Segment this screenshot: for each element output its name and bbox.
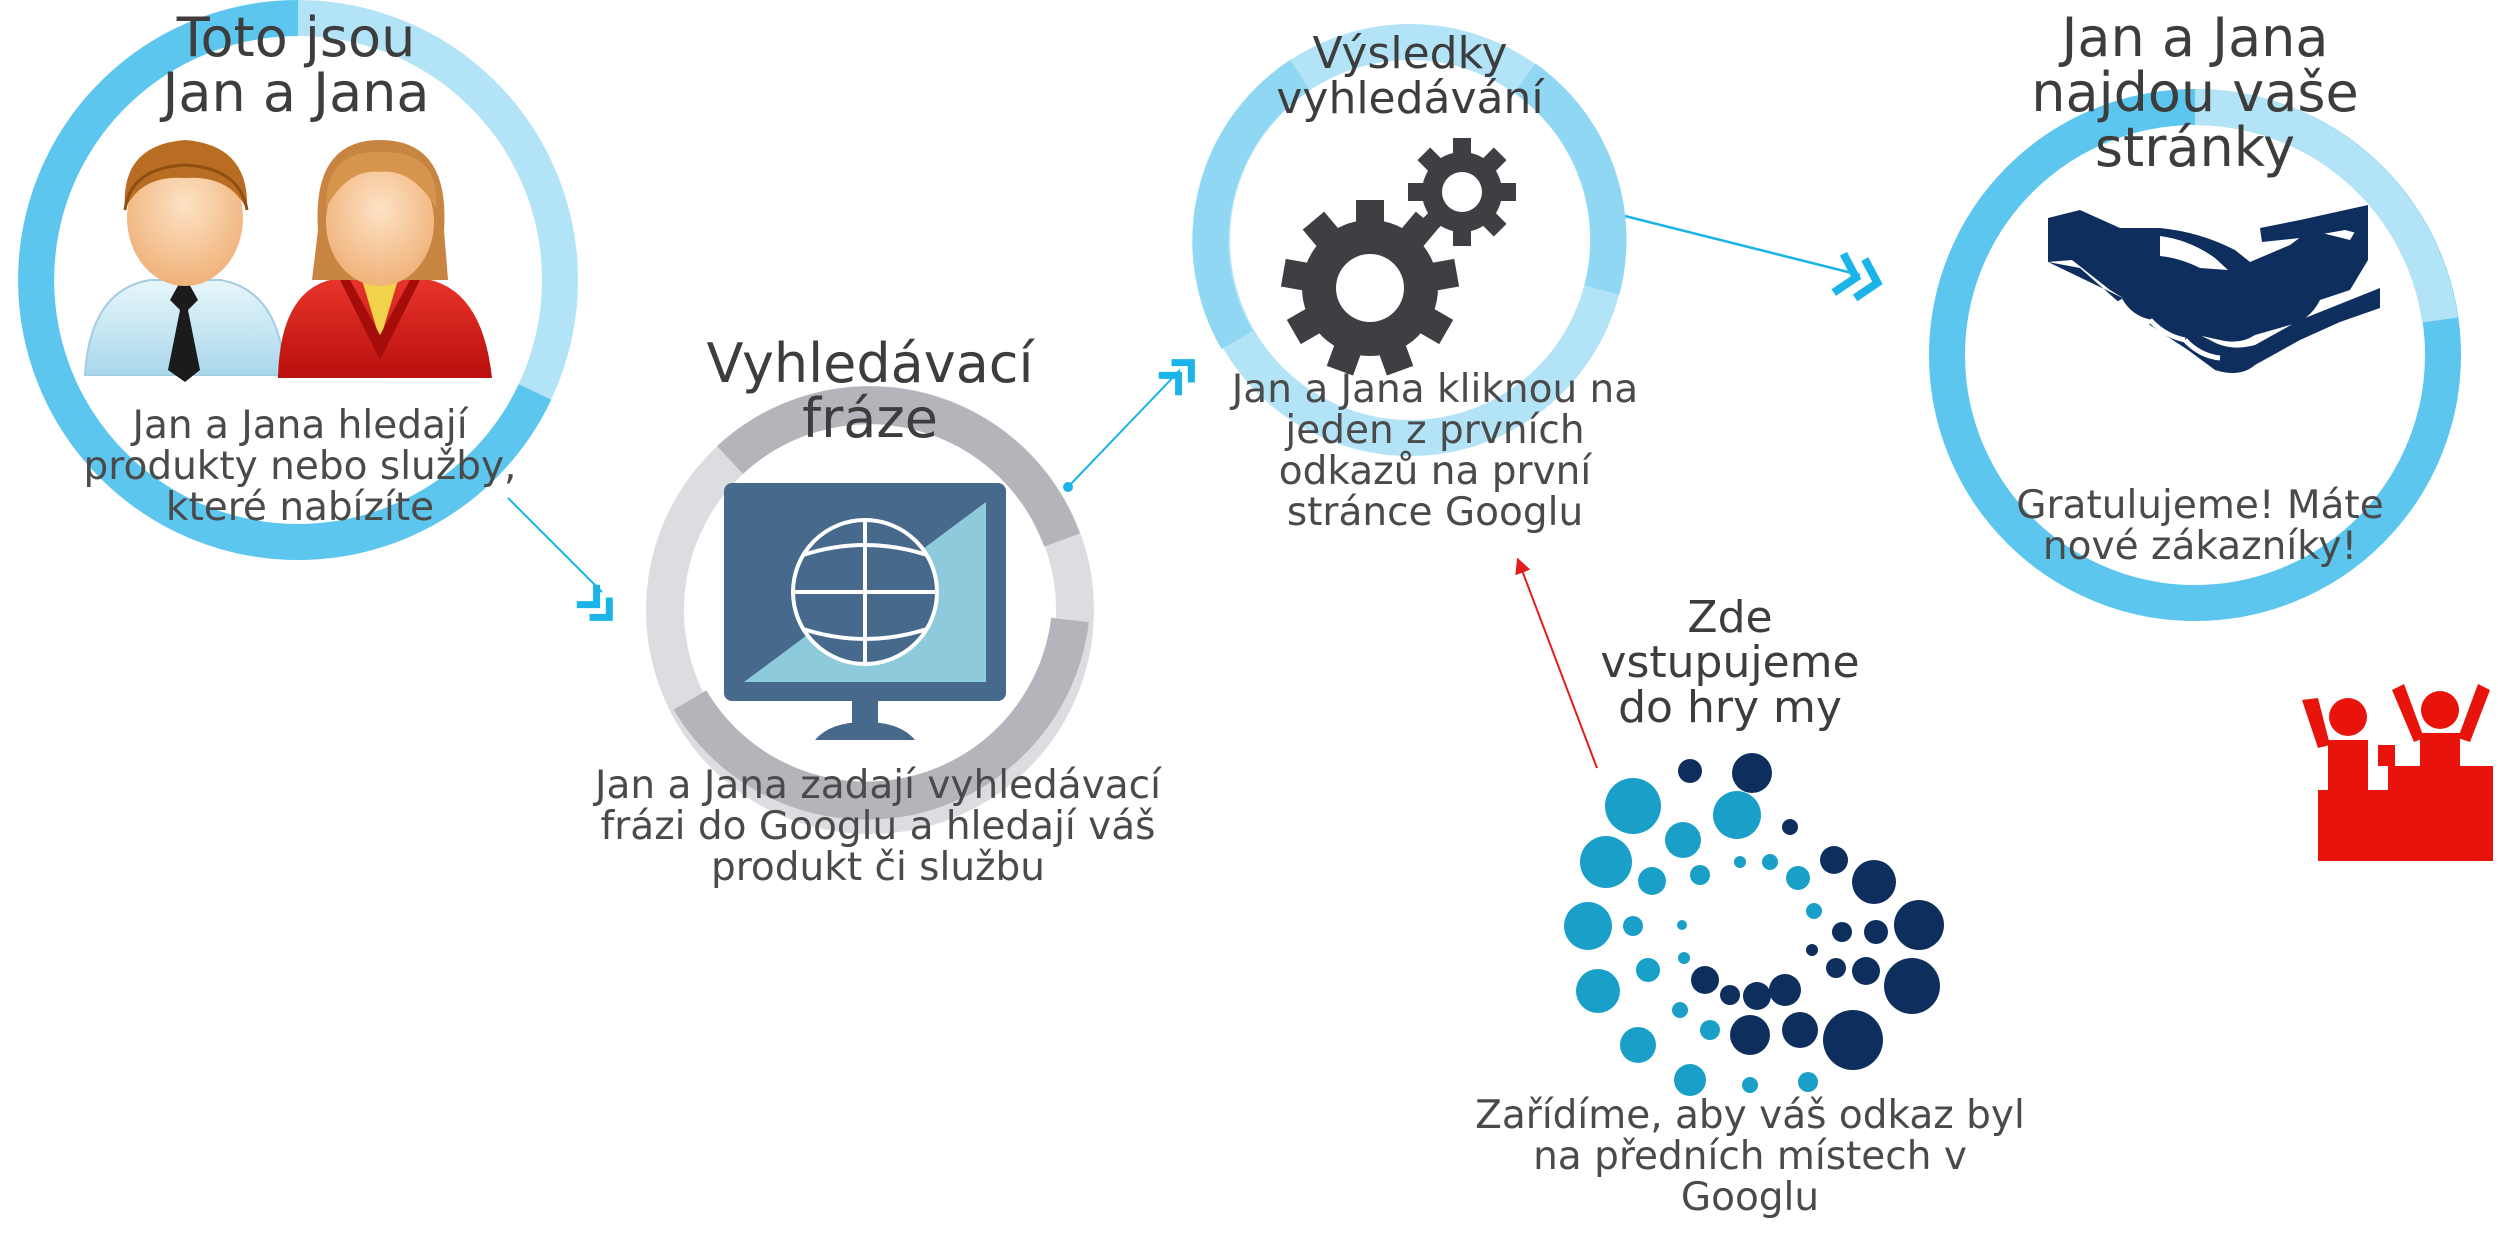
step-1-description: Jan a Jana hledají produkty nebo služby,… xyxy=(40,403,560,530)
desc-line: produkt či službu xyxy=(710,844,1046,890)
desc-line: které nabízíte xyxy=(165,484,435,530)
agency-title: Zde vstupujeme do hry my xyxy=(1580,592,1880,733)
gears-icon xyxy=(1280,138,1516,376)
step-4-title: Jan a Jana najdou vaše stránky xyxy=(2010,10,2380,175)
connector-arrow-red xyxy=(1515,557,1598,769)
monitor-globe-icon xyxy=(724,483,1006,740)
title-line: Jan a Jana xyxy=(162,61,430,125)
step-2-title: Vyhledávací fráze xyxy=(690,336,1050,446)
title-line: fráze xyxy=(802,387,938,451)
ring-step-2 xyxy=(646,386,1094,834)
title-line: Zde xyxy=(1687,592,1773,643)
agency-description: Zařídíme, aby váš odkaz byl na předních … xyxy=(1440,1093,2060,1220)
desc-line: stránce Googlu xyxy=(1286,489,1584,535)
desc-line: Gratulujeme! Máte xyxy=(2016,483,2384,528)
ring-step-4 xyxy=(1929,89,2461,621)
title-line: do hry my xyxy=(1618,681,1842,733)
couple-icon xyxy=(83,140,492,382)
desc-line: jeden z prvních xyxy=(1285,407,1585,453)
step-3-title: Výsledky vyhledávání xyxy=(1260,28,1560,124)
title-line: Toto jsou xyxy=(176,6,416,69)
connector-arrow-2 xyxy=(1063,359,1195,492)
step-2-description: Jan a Jana zadají vyhledávací frázi do G… xyxy=(568,763,1188,890)
connector-arrow-1 xyxy=(507,497,613,621)
desc-line: nové zákazníky! xyxy=(2042,523,2358,569)
desc-line: odkazů na první xyxy=(1278,448,1592,494)
desc-line: Jan a Jana zadají vyhledávací xyxy=(595,763,1161,808)
title-line: Vyhledávací xyxy=(706,332,1034,395)
dots-circle-icon xyxy=(1564,753,1944,1096)
title-line: najdou vaše xyxy=(2031,61,2359,125)
desc-line: Jan a Jana kliknou na xyxy=(1231,367,1639,412)
title-line: vyhledávání xyxy=(1276,72,1544,124)
title-line: Výsledky xyxy=(1312,28,1508,79)
step-1-title: Toto jsou Jan a Jana xyxy=(126,10,466,120)
podium-icon xyxy=(2302,684,2493,861)
title-line: Jan a Jana xyxy=(2061,6,2329,69)
handshake-icon xyxy=(2048,205,2380,374)
step-3-description: Jan a Jana kliknou na jeden z prvních od… xyxy=(1200,367,1670,535)
step-4-description: Gratulujeme! Máte nové zákazníky! xyxy=(2000,483,2400,569)
title-line: stránky xyxy=(2094,116,2296,180)
connector-arrow-3 xyxy=(1611,208,1883,302)
desc-line: Zařídíme, aby váš odkaz byl xyxy=(1475,1093,2025,1138)
title-line: vstupujeme xyxy=(1600,636,1860,688)
desc-line: Jan a Jana hledají xyxy=(132,403,468,448)
ring-step-1 xyxy=(18,0,578,560)
desc-line: na předních místech v xyxy=(1533,1133,1967,1179)
desc-line: Googlu xyxy=(1680,1174,1820,1220)
desc-line: frázi do Googlu a hledají váš xyxy=(600,803,1156,849)
ring-step-3 xyxy=(1192,24,1627,456)
desc-line: produkty nebo služby, xyxy=(83,443,517,489)
